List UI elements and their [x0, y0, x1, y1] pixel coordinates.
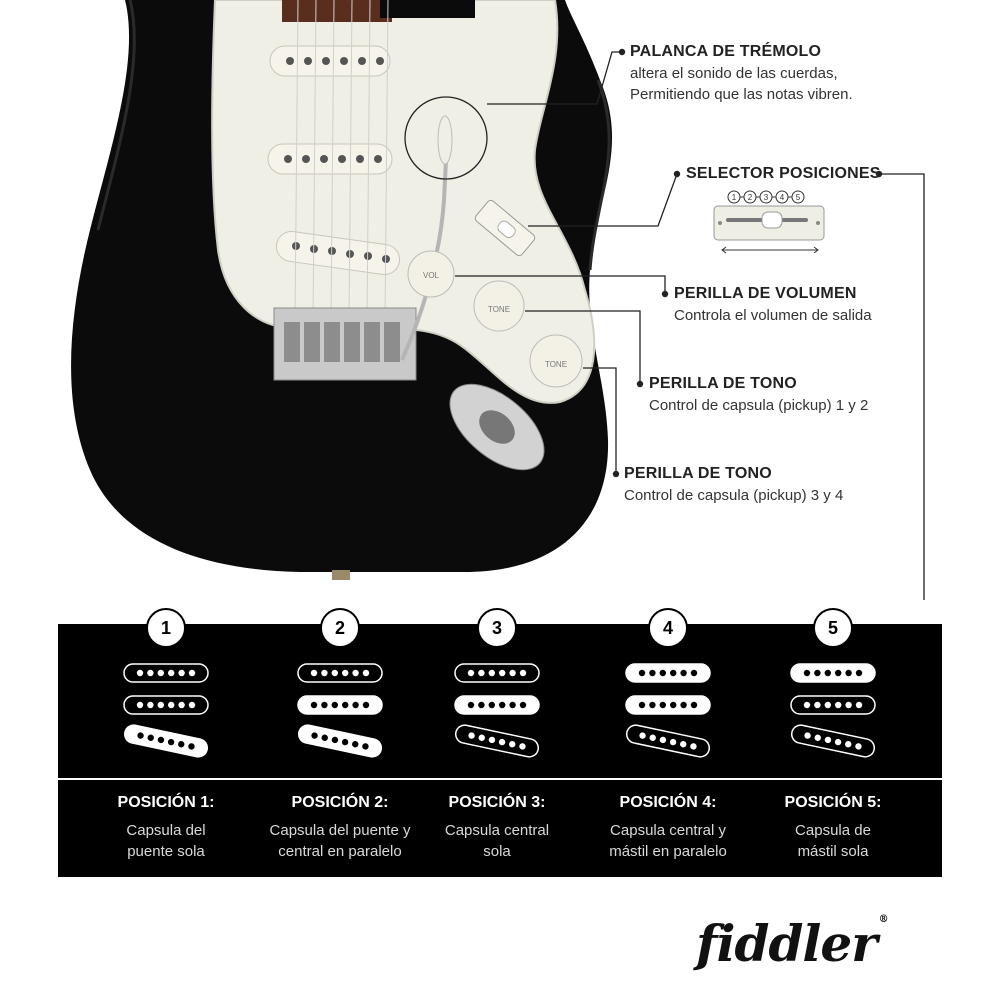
pickup-diagram	[123, 663, 209, 758]
tone2-title: PERILLA DE TONO	[624, 465, 772, 482]
tone2-leader-line	[583, 367, 617, 474]
svg-text:1: 1	[732, 193, 737, 202]
volume-callout: PERILLA DE VOLUMEN Controla el volumen d…	[674, 285, 872, 326]
svg-text:3: 3	[764, 193, 769, 202]
svg-text:5: 5	[796, 193, 801, 202]
position-number-badge: 4	[648, 608, 688, 648]
position-number-badge: 5	[813, 608, 853, 648]
pickup-diagram	[790, 663, 876, 758]
volume-title: PERILLA DE VOLUMEN	[674, 285, 857, 302]
neck-pickup-icon	[123, 663, 209, 683]
position-description: Capsula central sola	[409, 820, 585, 862]
middle-pickup-icon	[625, 695, 711, 715]
pickup-diagram	[625, 663, 711, 758]
bridge-pickup-icon	[123, 724, 209, 758]
position-description: Capsula del puente sola	[78, 820, 254, 862]
position-title: POSICIÓN 5:	[784, 794, 882, 811]
selector-leader-line	[528, 173, 678, 227]
volume-leader-line	[455, 275, 666, 294]
tremolo-title: PALANCA DE TRÉMOLO	[630, 43, 822, 60]
guitar-body-illustration: VOL TONE TONE	[71, 0, 925, 600]
selector-switch	[474, 199, 536, 257]
svg-text:TONE: TONE	[488, 305, 510, 314]
volume-knob: VOL	[407, 250, 455, 298]
bridge	[273, 307, 417, 381]
bridge-pickup-icon	[790, 724, 876, 758]
svg-text:TONE: TONE	[545, 360, 567, 369]
selector-callout: SELECTOR POSICIONES	[686, 165, 881, 183]
tone1-leader-line	[525, 310, 641, 384]
neck-pickup-icon	[790, 663, 876, 683]
position-desc-line-2: central en paralelo	[278, 843, 402, 860]
volume-desc: Controla el volumen de salida	[674, 307, 872, 324]
position-desc-line-2: sola	[483, 843, 511, 860]
tone2-desc: Control de capsula (pickup) 3 y 4	[624, 487, 844, 504]
position-number-badge: 3	[477, 608, 517, 648]
tremolo-desc-2: Permitiendo que las notas vibren.	[630, 86, 853, 103]
tone1-desc: Control de capsula (pickup) 1 y 2	[649, 397, 869, 414]
position-description: Capsula de mástil sola	[745, 820, 921, 862]
position-number-badge: 2	[320, 608, 360, 648]
position-desc-line-1: Capsula central y	[610, 822, 726, 839]
position-description: Capsula central y mástil en paralelo	[580, 820, 756, 862]
neck-pickup-icon	[625, 663, 711, 683]
fiddler-logo: fiddler®	[696, 914, 889, 973]
selector-diagram: 1 2 3 4 5	[713, 190, 825, 254]
selector-to-panel-line	[880, 173, 925, 600]
bridge-pickup	[275, 230, 401, 276]
middle-pickup-icon	[454, 695, 540, 715]
middle-pickup-icon	[123, 695, 209, 715]
pickup-diagram	[297, 663, 383, 758]
position-title: POSICIÓN 2:	[291, 794, 389, 811]
bridge-pickup-icon	[625, 724, 711, 758]
selector-title: SELECTOR POSICIONES	[686, 165, 881, 182]
position-desc-line-2: puente sola	[127, 843, 205, 860]
tone-knob-2: TONE	[529, 334, 583, 388]
position-desc-line-1: Capsula central	[444, 822, 550, 839]
svg-text:2: 2	[748, 193, 753, 202]
position-description: Capsula del puente y central en paralelo	[252, 820, 428, 862]
middle-pickup-icon	[790, 695, 876, 715]
position-desc-line-1: Capsula del	[126, 822, 206, 839]
svg-text:4: 4	[780, 193, 785, 202]
position-desc-line-2: mástil en paralelo	[609, 843, 727, 860]
tremolo-leader-line	[487, 51, 622, 105]
position-desc-line-1: Capsula de	[795, 822, 871, 839]
output-jack-plate	[449, 383, 545, 471]
position-desc-line-2: mástil sola	[797, 843, 869, 860]
bridge-pickup-icon	[297, 724, 383, 758]
neck-pickup-icon	[297, 663, 383, 683]
position-desc-line-1: Capsula del puente y	[269, 822, 411, 839]
position-title: POSICIÓN 3:	[448, 794, 546, 811]
svg-text:VOL: VOL	[423, 271, 440, 280]
tremolo-highlight-circle	[404, 96, 488, 180]
tremolo-desc-1: altera el sonido de las cuerdas,	[630, 65, 838, 82]
middle-pickup-icon	[297, 695, 383, 715]
tone1-callout: PERILLA DE TONO Control de capsula (pick…	[649, 375, 868, 416]
panel-divider	[58, 778, 942, 780]
position-title: POSICIÓN 4:	[619, 794, 717, 811]
tone-knob-1: TONE	[473, 280, 525, 332]
tone2-callout: PERILLA DE TONO Control de capsula (pick…	[624, 465, 843, 506]
bridge-pickup-icon	[454, 724, 540, 758]
position-title: POSICIÓN 1:	[117, 794, 215, 811]
tremolo-callout: PALANCA DE TRÉMOLO altera el sonido de l…	[630, 43, 853, 105]
tone1-title: PERILLA DE TONO	[649, 375, 797, 392]
middle-pickup	[267, 143, 393, 175]
neck-pickup-icon	[454, 663, 540, 683]
pickup-diagram	[454, 663, 540, 758]
position-number-badge: 1	[146, 608, 186, 648]
